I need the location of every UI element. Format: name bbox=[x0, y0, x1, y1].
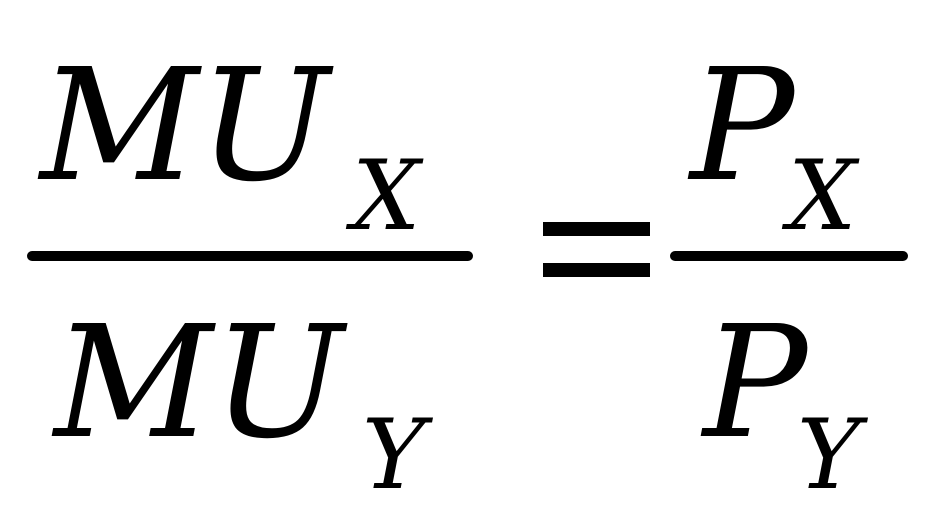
right-numerator-base: P bbox=[690, 35, 795, 216]
left-fraction-bar bbox=[27, 251, 473, 261]
equals-top-bar bbox=[543, 222, 650, 236]
right-denominator-base: P bbox=[703, 292, 808, 473]
right-denominator-subscript: Y bbox=[797, 399, 861, 511]
right-fraction-bar bbox=[670, 251, 908, 261]
left-numerator-base: MU bbox=[40, 35, 330, 216]
left-denominator-subscript: Y bbox=[362, 399, 426, 511]
right-numerator-subscript: X bbox=[788, 140, 857, 252]
equals-bottom-bar bbox=[543, 263, 650, 277]
left-denominator-base: MU bbox=[54, 292, 344, 473]
left-numerator-subscript: X bbox=[352, 140, 421, 252]
